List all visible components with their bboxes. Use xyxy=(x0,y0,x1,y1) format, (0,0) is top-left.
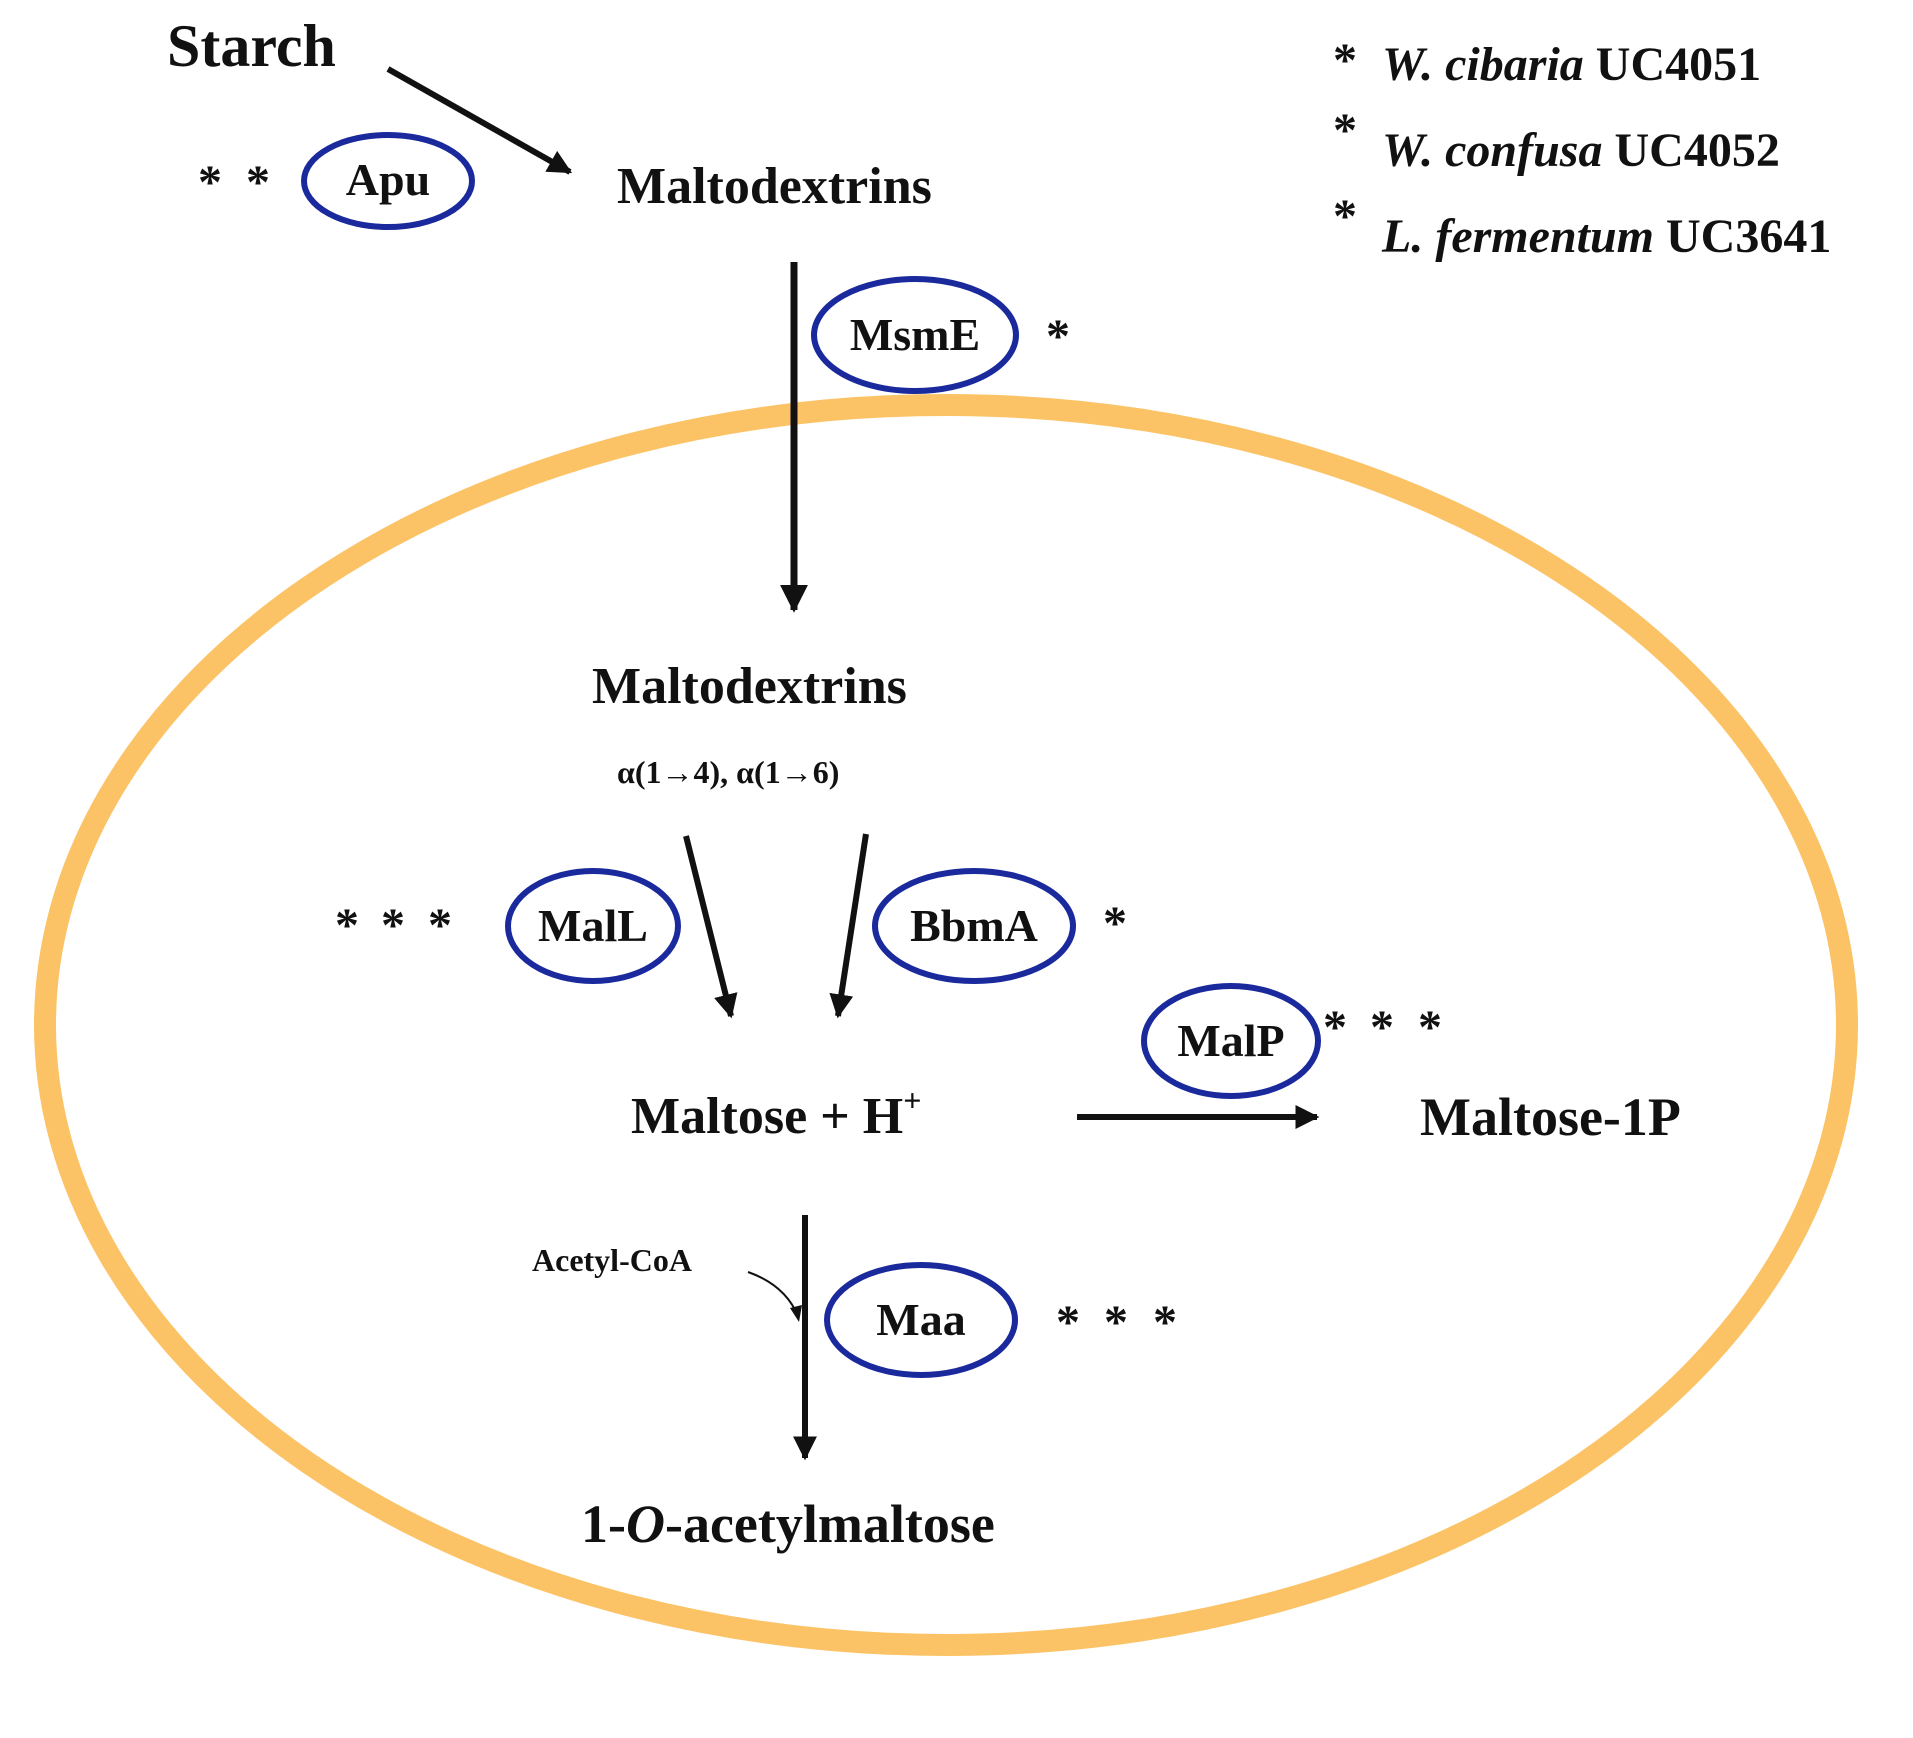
enzyme-mall-label: MalL xyxy=(538,900,648,951)
proton-charge: + xyxy=(903,1082,921,1118)
arrow-mall-to-maltose xyxy=(683,835,738,1019)
maltose-text: Maltose + H xyxy=(631,1088,903,1145)
enzyme-bbma-outline xyxy=(872,868,1076,984)
arrow-bbma-to-maltose xyxy=(829,833,869,1019)
apu-marker-w-confusa: * xyxy=(246,156,270,209)
enzyme-msme-outline xyxy=(811,276,1019,394)
strain-markers: * * * * * * * * * * * * * xyxy=(198,156,1442,1349)
acetyl-coa-label: Acetyl-CoA xyxy=(532,1242,692,1278)
enzyme-mall-outline xyxy=(505,868,681,984)
legend-star-w-confusa: * xyxy=(1333,104,1357,157)
legend-strain-l-fermentum: UC3641 xyxy=(1666,210,1831,263)
maltose-label: Maltose + H+ xyxy=(631,1082,921,1145)
mall-marker-w-confusa: * xyxy=(381,899,405,952)
svg-text:W. cibaria UC4: W. cibaria UC4051 xyxy=(1382,38,1761,91)
acetylmaltose-suffix: -acetylmaltose xyxy=(665,1494,995,1554)
legend-genus-w-cibaria: W. xyxy=(1382,38,1433,91)
cell-membrane xyxy=(34,394,1858,1656)
maltodextrins-intracellular-label: Maltodextrins xyxy=(592,658,907,715)
legend-strain-w-cibaria: UC4051 xyxy=(1596,38,1761,91)
legend: * W. cibaria UC4051 * W. confusa UC4052 … xyxy=(1333,34,1831,263)
maa-marker-l-fermentum: * xyxy=(1153,1296,1177,1349)
enzyme-apu-label: Apu xyxy=(346,154,430,205)
mall-marker-l-fermentum: * xyxy=(428,899,452,952)
legend-star-w-cibaria: * xyxy=(1333,34,1357,87)
acetylmaltose-prefix: 1- xyxy=(581,1494,626,1554)
acetylmaltose-label: 1-O-acetylmaltose xyxy=(581,1494,995,1554)
svg-text:W. confusa UC4: W. confusa UC4052 xyxy=(1382,124,1780,177)
maa-marker-w-confusa: * xyxy=(1104,1296,1128,1349)
enzyme-maa-label: Maa xyxy=(876,1294,965,1345)
apu-marker-w-cibaria: * xyxy=(198,156,222,209)
enzyme-malp-outline xyxy=(1141,983,1321,1099)
enzyme-msme-label: MsmE xyxy=(850,309,980,360)
legend-species-l-fermentum: fermentum xyxy=(1435,210,1654,263)
enzyme-mall: MalL xyxy=(505,868,681,984)
maltose-1p-label: Maltose-1P xyxy=(1420,1087,1681,1147)
glycosidic-bonds-label: α(1→4), α(1→6) xyxy=(617,754,839,790)
arrow-starch-to-maltodextrins xyxy=(386,66,573,175)
starch-label: Starch xyxy=(167,13,336,79)
legend-strain-w-confusa: UC4052 xyxy=(1614,124,1779,177)
arrow-acetyl-coa-curve xyxy=(747,1271,799,1317)
enzyme-malp-label: MalP xyxy=(1177,1015,1284,1066)
enzyme-malp: MalP xyxy=(1141,983,1321,1099)
enzyme-bbma-label: BbmA xyxy=(910,900,1038,951)
legend-genus-w-confusa: W. xyxy=(1382,124,1433,177)
metabolites: Starch Maltodextrins Maltodextrins α(1→4… xyxy=(167,13,1681,1554)
legend-entry-w-cibaria: * W. cibaria UC4051 xyxy=(1333,34,1761,91)
enzyme-bbma: BbmA xyxy=(872,868,1076,984)
arrow-acetyl-coa-head xyxy=(790,1305,802,1322)
enzyme-apu: Apu xyxy=(301,132,475,230)
enzyme-apu-outline xyxy=(301,132,475,230)
acetylmaltose-italic: O xyxy=(626,1494,665,1554)
svg-text:L. fermentum U: L. fermentum UC3641 xyxy=(1381,210,1831,263)
malp-marker-w-cibaria: * xyxy=(1323,1001,1347,1054)
enzyme-msme: MsmE xyxy=(811,276,1019,394)
legend-genus-l-fermentum: L. xyxy=(1381,210,1423,263)
legend-entry-l-fermentum: * L. fermentum UC3641 xyxy=(1333,190,1831,263)
malp-marker-w-confusa: * xyxy=(1370,1001,1394,1054)
bbma-marker-w-confusa: * xyxy=(1103,897,1127,950)
enzyme-maa-outline xyxy=(824,1262,1018,1378)
legend-species-w-confusa: confusa xyxy=(1445,124,1602,177)
msme-marker-l-fermentum: * xyxy=(1046,310,1070,363)
malp-marker-l-fermentum: * xyxy=(1418,1001,1442,1054)
legend-star-l-fermentum: * xyxy=(1333,190,1357,243)
legend-entry-w-confusa: * W. confusa UC4052 xyxy=(1333,104,1780,177)
mall-marker-w-cibaria: * xyxy=(335,899,359,952)
legend-species-w-cibaria: cibaria xyxy=(1445,38,1584,91)
maa-marker-w-cibaria: * xyxy=(1056,1296,1080,1349)
enzyme-maa: Maa xyxy=(824,1262,1018,1378)
maltodextrins-extracellular-label: Maltodextrins xyxy=(617,158,932,215)
arrows xyxy=(386,66,1320,1461)
